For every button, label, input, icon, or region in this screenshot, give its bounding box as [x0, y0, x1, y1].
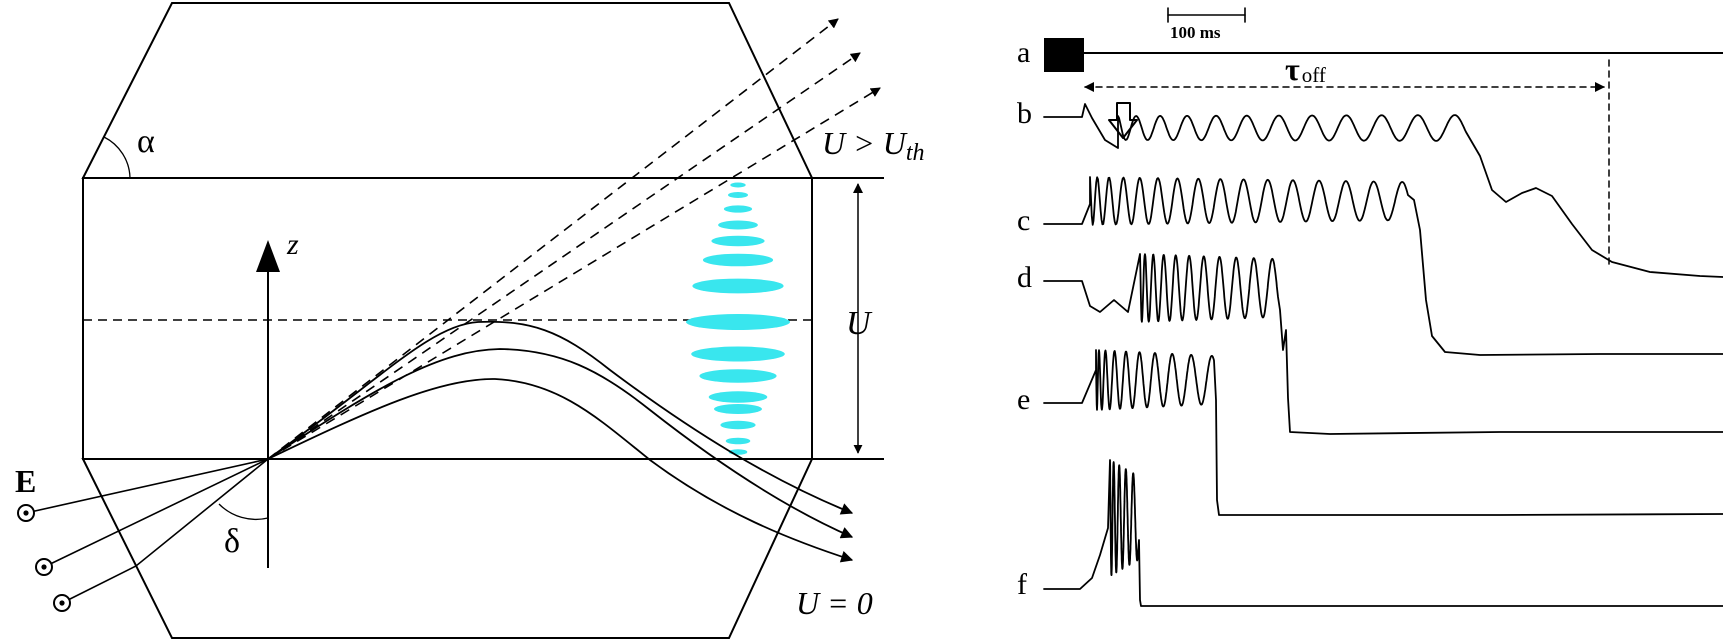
trace-label-e: e — [1017, 383, 1030, 416]
lower-prism — [81, 458, 814, 639]
delta-arc — [218, 503, 269, 521]
scale-bar-label: 100 ms — [1170, 23, 1221, 42]
trace-label-f: f — [1017, 568, 1027, 601]
beam-ellipse — [708, 391, 768, 403]
trace-d — [1043, 253, 1723, 435]
u-zero-label: U = 0 — [796, 585, 873, 621]
trace-a-pulse — [1044, 38, 1084, 72]
beam-ellipse — [723, 205, 753, 213]
beam-ellipse — [686, 314, 790, 330]
scale-bar — [1167, 7, 1246, 23]
beam-ellipse — [725, 437, 751, 445]
alpha-label: α — [137, 123, 155, 160]
beam-ellipse — [702, 253, 774, 267]
straight-rays-dashed — [267, 18, 881, 460]
beam-ellipse — [711, 235, 765, 247]
field-e-label: E — [15, 463, 36, 499]
trace-label-a: a — [1017, 36, 1030, 69]
trace-label-b: b — [1017, 97, 1032, 130]
alpha-arc — [103, 136, 131, 179]
beam-ellipse — [699, 369, 777, 383]
z-axis-label: z — [286, 228, 299, 261]
trace-label-d: d — [1017, 261, 1032, 294]
beam-ellipse — [692, 278, 784, 294]
beam-ellipse — [718, 220, 758, 230]
incoming-rays — [25, 458, 269, 604]
tau-off-label: τoff — [1285, 51, 1326, 87]
u-threshold-label: U > Uth — [822, 125, 924, 166]
beam-ellipse — [728, 192, 748, 198]
trace-b — [1043, 103, 1723, 278]
beam-ellipse — [691, 346, 785, 362]
beam-profile — [686, 182, 790, 455]
u-label: U — [846, 305, 873, 342]
trace-label-c: c — [1017, 204, 1030, 237]
delta-label: δ — [224, 523, 240, 560]
trace-f — [1043, 459, 1723, 607]
trace-e — [1043, 349, 1723, 516]
trace-c — [1043, 176, 1723, 356]
trace-panel: 100 ms τoff a b c d e f — [1017, 7, 1723, 607]
upper-prism — [81, 2, 814, 179]
z-axis-arrowhead — [256, 240, 280, 272]
beam-ellipse — [720, 420, 756, 430]
beam-ellipse — [730, 182, 746, 188]
prism-diagram: α δ z E U U > Uth U = 0 — [15, 2, 924, 639]
beam-ellipse — [714, 404, 762, 414]
curved-rays — [267, 320, 854, 563]
